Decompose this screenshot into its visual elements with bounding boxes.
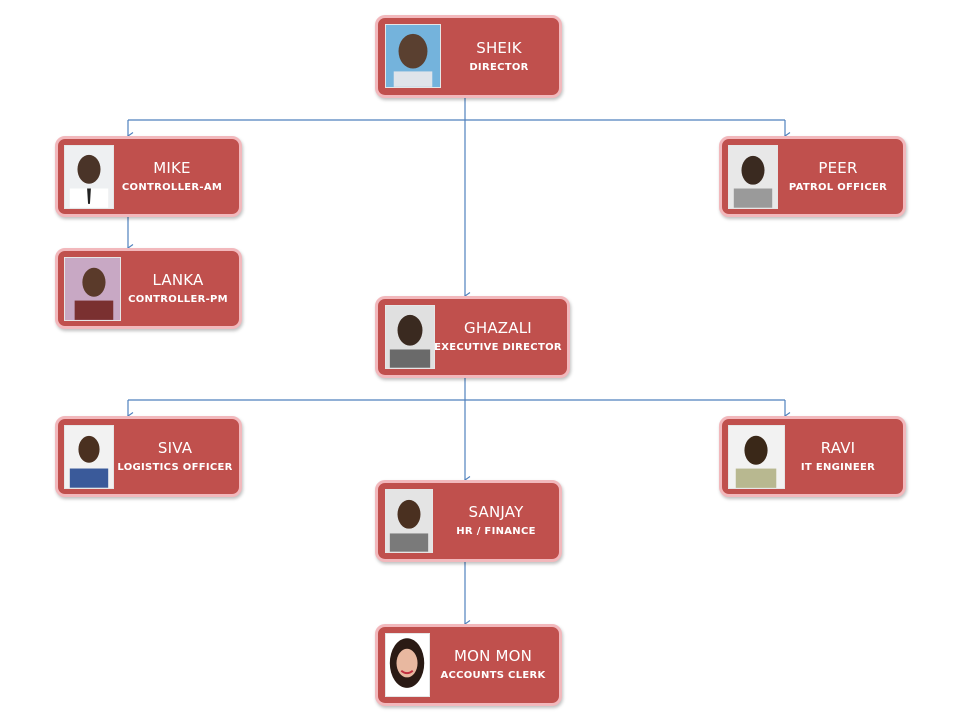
node-ghazali: GHAZALI EXECUTIVE DIRECTOR — [375, 296, 570, 378]
title-ghazali: EXECUTIVE DIRECTOR — [434, 342, 562, 353]
photo-peer — [728, 145, 778, 209]
name-ravi: RAVI — [820, 438, 856, 457]
title-peer: PATROL OFFICER — [788, 181, 888, 193]
name-siva: SIVA — [157, 438, 193, 457]
photo-ravi — [728, 425, 785, 489]
name-sanjay: SANJAY — [468, 503, 524, 521]
title-ravi: IT ENGINEER — [800, 461, 876, 473]
node-sheik: SHEIK DIRECTOR — [375, 15, 562, 98]
photo-mike — [64, 145, 114, 209]
name-sheik: SHEIK — [476, 38, 522, 57]
node-ravi: RAVI IT ENGINEER — [719, 416, 906, 497]
title-siva: LOGISTICS OFFICER — [117, 461, 233, 473]
node-lanka: LANKA CONTROLLER-PM — [55, 248, 242, 329]
name-peer: PEER — [818, 158, 858, 177]
photo-siva — [64, 425, 114, 489]
name-mike: MIKE — [153, 158, 191, 177]
title-sheik: DIRECTOR — [469, 61, 529, 73]
photo-monmon — [385, 633, 430, 697]
title-mike: CONTROLLER-AM — [121, 181, 223, 193]
node-siva: SIVA LOGISTICS OFFICER — [55, 416, 242, 497]
photo-ghazali — [385, 305, 435, 369]
title-sanjay: HR / FINANCE — [456, 526, 536, 537]
photo-lanka — [64, 257, 121, 321]
photo-sanjay — [385, 489, 433, 553]
node-monmon: MON MON ACCOUNTS CLERK — [375, 624, 562, 706]
node-mike: MIKE CONTROLLER-AM — [55, 136, 242, 217]
name-ghazali: GHAZALI — [464, 319, 532, 337]
node-sanjay: SANJAY HR / FINANCE — [375, 480, 562, 562]
node-peer: PEER PATROL OFFICER — [719, 136, 906, 217]
photo-sheik — [385, 24, 441, 88]
title-monmon: ACCOUNTS CLERK — [440, 670, 546, 681]
name-lanka: LANKA — [152, 270, 204, 289]
title-lanka: CONTROLLER-PM — [128, 293, 228, 305]
name-monmon: MON MON — [453, 647, 533, 665]
